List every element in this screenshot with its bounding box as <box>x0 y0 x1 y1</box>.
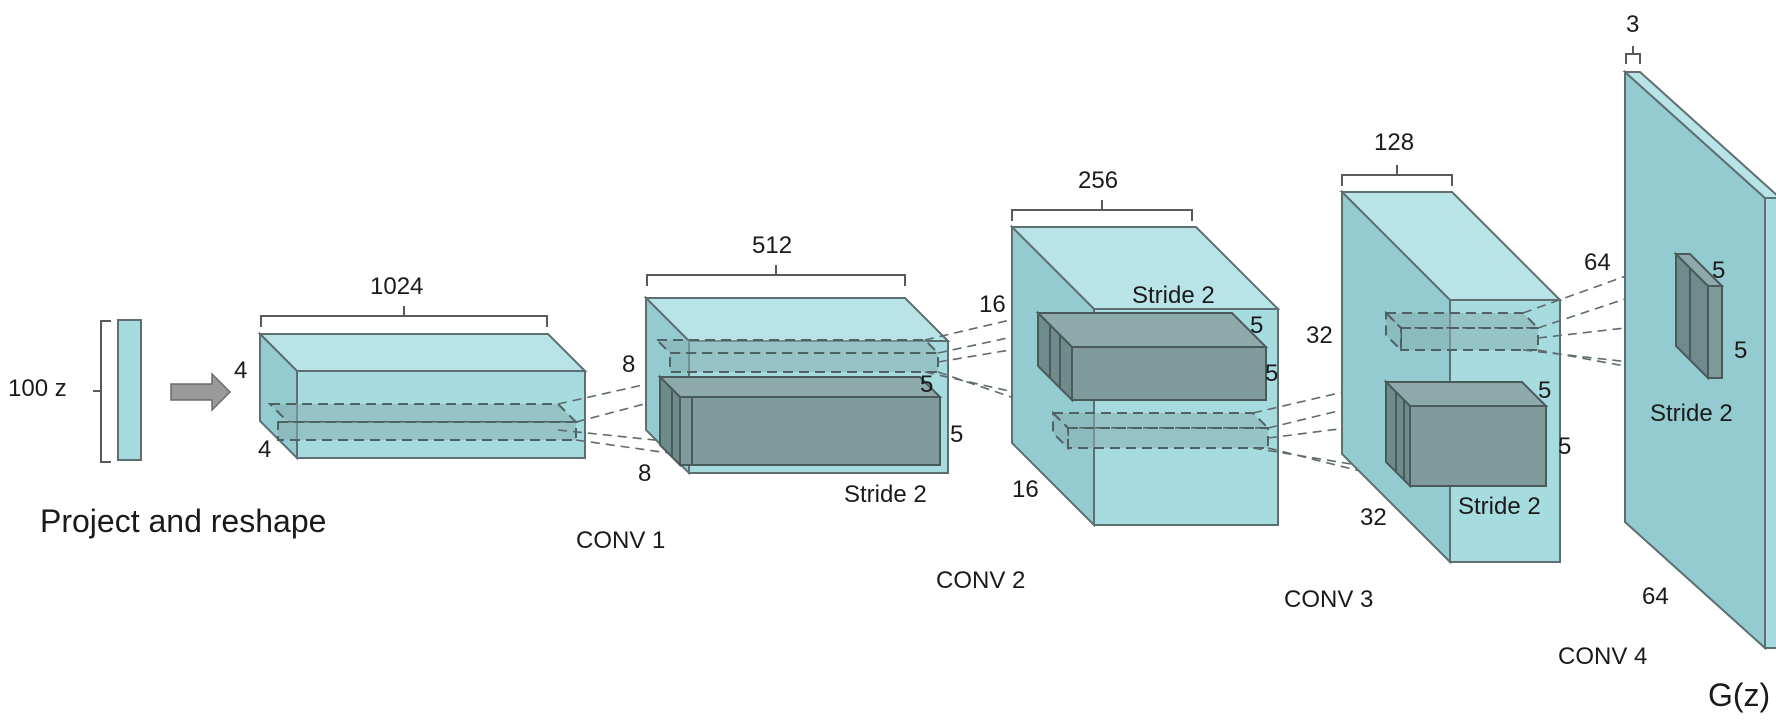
conv3-height-label: 32 <box>1306 322 1333 349</box>
conv2-kernel-label-a: 5 <box>1250 312 1263 339</box>
proj-width-label: 4 <box>258 436 271 463</box>
block-top-face <box>643 297 951 342</box>
conv1-kernel-front <box>679 396 941 466</box>
conv2-depth-label: 256 <box>1078 167 1118 194</box>
conv2-kernel-top <box>1035 312 1269 348</box>
conv4-height-label: 64 <box>1584 249 1611 276</box>
conv1-output-slice-front <box>669 352 939 373</box>
depth-brace <box>1625 46 1641 64</box>
conv3-kernel-top <box>1383 381 1549 407</box>
conv1-block: 512 8 8 5 5 Stride 2 CONV 1 <box>576 232 963 554</box>
input-caption: Project and reshape <box>40 503 326 539</box>
conv3-width-label: 32 <box>1360 504 1387 531</box>
projection-slice-front <box>277 421 577 441</box>
conv3-kernel-front <box>1409 405 1547 487</box>
proj-depth-label: 1024 <box>370 273 423 300</box>
conv4-block: 3 64 64 5 5 Stride 2 CONV 4 <box>1558 11 1776 670</box>
depth-brace <box>1011 200 1193 221</box>
output-plane-top <box>1622 71 1776 199</box>
conv4-stride-label: Stride 2 <box>1650 400 1733 427</box>
conv3-kernel-label-b: 5 <box>1558 433 1571 460</box>
conv4-kernel-label-a: 5 <box>1712 257 1725 284</box>
z-vector-bar <box>117 319 142 461</box>
conv2-kernel-front <box>1071 346 1267 401</box>
depth-brace <box>260 306 548 327</box>
conv3-kernel-label-a: 5 <box>1538 377 1551 404</box>
conv1-label: CONV 1 <box>576 527 665 554</box>
output-plane-edge <box>1764 197 1776 649</box>
conv1-output-slice-top <box>654 339 941 354</box>
conv1-height-label: 8 <box>622 351 635 378</box>
conv2-output-slice-side <box>1052 410 1069 451</box>
conv1-kernel-top <box>657 376 943 398</box>
projection-slice <box>267 403 579 423</box>
conv3-output-slice-front <box>1400 327 1539 351</box>
conv3-block: 128 32 32 5 5 Stride 2 CONV 3 <box>1284 129 1571 613</box>
output-label: G(z) <box>1708 677 1770 713</box>
conv3-stride-label: Stride 2 <box>1458 493 1541 520</box>
conv2-output-slice-front <box>1067 427 1269 449</box>
conv3-output-slice-top <box>1383 312 1541 329</box>
conv2-label: CONV 2 <box>936 567 1025 594</box>
projection-block: 1024 4 4 <box>234 273 588 463</box>
conv2-stride-label: Stride 2 <box>1132 282 1215 309</box>
input-vector: 100 z Project and reshape <box>8 319 326 539</box>
z-brace <box>93 320 111 463</box>
conv4-kernel-label-b: 5 <box>1734 337 1747 364</box>
conv2-output-slice-top <box>1050 412 1271 429</box>
depth-brace <box>646 265 906 286</box>
conv1-depth-label: 512 <box>752 232 792 259</box>
conv1-kernel-label-a: 5 <box>920 371 933 398</box>
conv2-height-label: 16 <box>979 291 1006 318</box>
conv2-width-label: 16 <box>1012 476 1039 503</box>
conv2-block: 256 16 16 5 5 Stride 2 CONV 2 <box>936 167 1281 594</box>
conv3-depth-label: 128 <box>1374 129 1414 156</box>
depth-brace <box>1341 165 1453 186</box>
proj-height-label: 4 <box>234 357 247 384</box>
conv3-label: CONV 3 <box>1284 586 1373 613</box>
conv1-kernel-label-b: 5 <box>950 421 963 448</box>
conv2-kernel-label-b: 5 <box>1265 360 1278 387</box>
input-label: 100 z <box>8 375 67 402</box>
conv4-depth-label: 3 <box>1626 11 1639 38</box>
conv1-width-label: 8 <box>638 460 651 487</box>
conv1-stride-label: Stride 2 <box>844 481 927 508</box>
right-arrow-icon <box>170 372 232 412</box>
conv4-kernel-front <box>1707 285 1723 379</box>
conv3-output-slice-side <box>1385 310 1402 353</box>
block-top-face <box>257 333 588 372</box>
conv4-width-label: 64 <box>1642 583 1669 610</box>
conv4-label: CONV 4 <box>1558 643 1647 670</box>
